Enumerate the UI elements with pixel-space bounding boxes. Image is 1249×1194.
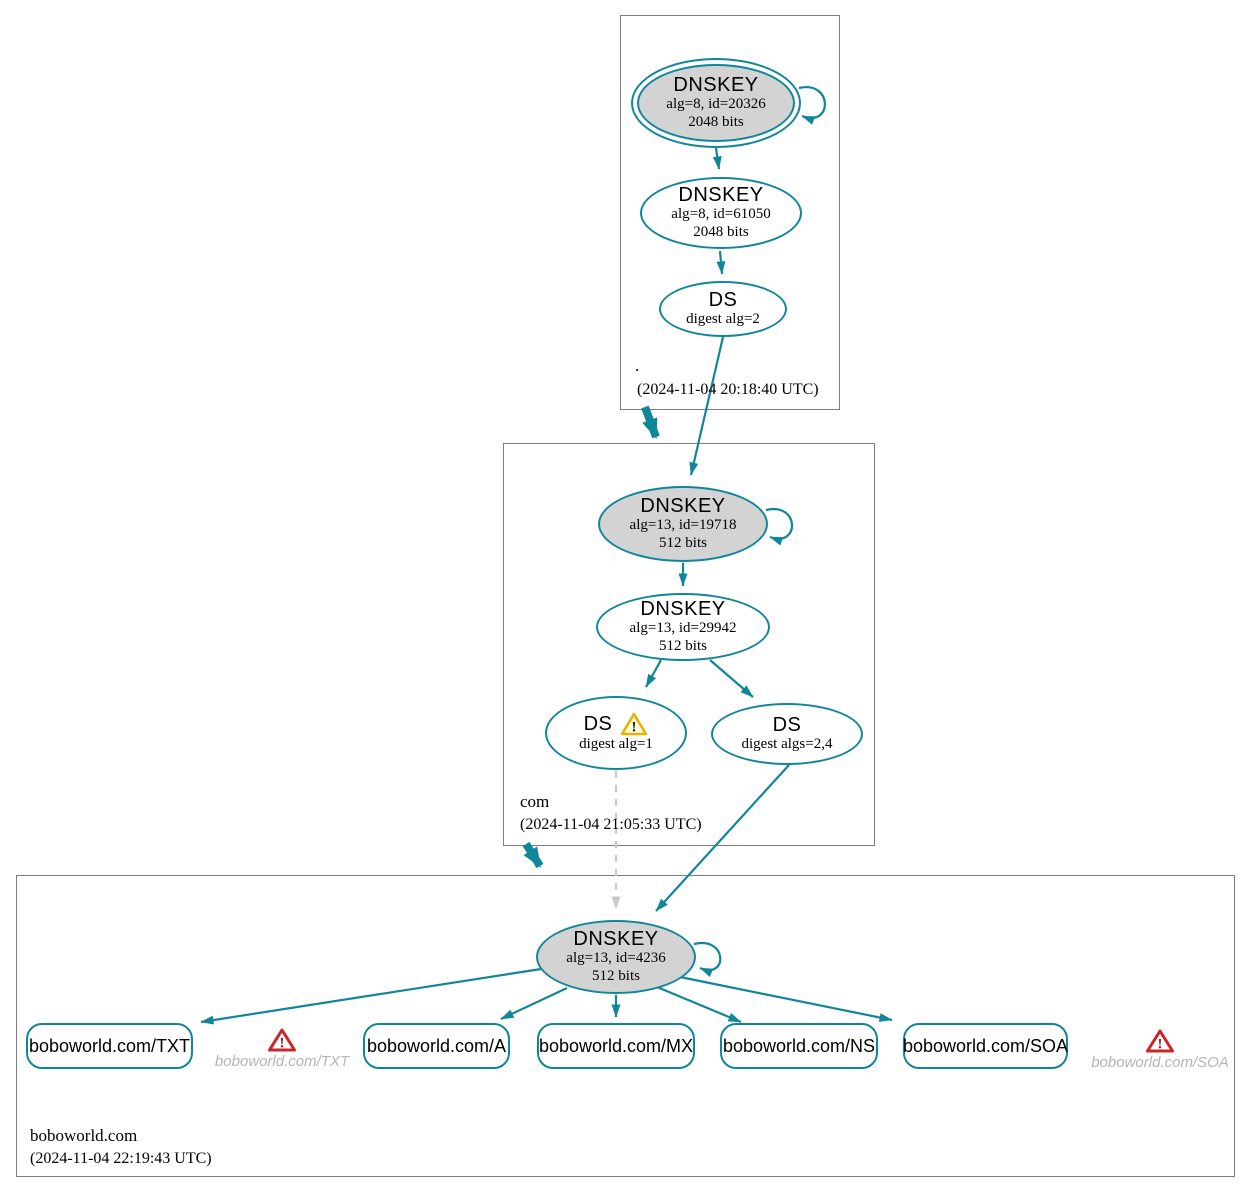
zone-label-boboworld: boboworld.com — [30, 1126, 138, 1145]
rrset-boboworld-ns: boboworld.com/NS — [720, 1023, 878, 1069]
zone-box-root — [620, 15, 840, 410]
node-title: DS — [708, 289, 738, 312]
node-detail: 512 bits — [592, 968, 640, 984]
error-label: boboworld.com/TXT — [214, 1053, 350, 1070]
node-detail: alg=8, id=61050 — [671, 206, 771, 223]
zone-box-boboworld — [16, 875, 1235, 1177]
rrset-label: boboworld.com/A — [366, 1035, 507, 1056]
error-exclamation: ! — [280, 1036, 285, 1052]
error-icon: ! — [268, 1028, 296, 1052]
rrset-label: boboworld.com/SOA — [902, 1035, 1069, 1056]
error-label: boboworld.com/SOA — [1091, 1054, 1229, 1071]
rrset-error-soa: ! boboworld.com/SOA — [1091, 1029, 1229, 1071]
zone-timestamp-com: (2024-11-04 21:05:33 UTC) — [520, 816, 702, 833]
rrset-boboworld-txt: boboworld.com/TXT — [26, 1023, 193, 1069]
root-zsk-node: DNSKEY alg=8, id=61050 2048 bits — [640, 177, 802, 249]
root-ksk-node: DNSKEY alg=8, id=20326 2048 bits — [631, 58, 801, 148]
zone-label-root: . — [635, 356, 640, 375]
rrset-error-txt: ! boboworld.com/TXT — [215, 1028, 349, 1070]
warning-icon: ! — [621, 712, 648, 736]
edge-com-delegation — [522, 841, 544, 869]
node-detail: 2048 bits — [688, 114, 744, 130]
node-detail: 512 bits — [659, 535, 707, 551]
node-title: DNSKEY — [640, 495, 726, 518]
com-zsk-node: DNSKEY alg=13, id=29942 512 bits — [596, 593, 770, 661]
node-title: DS — [772, 714, 802, 737]
node-detail: alg=13, id=29942 — [629, 620, 737, 637]
com-ds-alg1-node: DS ! digest alg=1 — [545, 696, 687, 770]
rrset-label: boboworld.com/MX — [538, 1035, 694, 1056]
node-detail: 2048 bits — [693, 224, 749, 240]
rrset-boboworld-a: boboworld.com/A — [363, 1023, 510, 1069]
node-detail: 512 bits — [659, 638, 707, 654]
warning-exclamation: ! — [632, 720, 637, 736]
rrset-label: boboworld.com/NS — [722, 1035, 876, 1056]
rrset-boboworld-mx: boboworld.com/MX — [537, 1023, 695, 1069]
zone-label-com: com — [520, 792, 550, 811]
edge-root-delegation — [641, 405, 660, 439]
node-title: DNSKEY — [573, 928, 659, 951]
zone-timestamp-root: (2024-11-04 20:18:40 UTC) — [637, 381, 819, 398]
node-detail: digest alg=2 — [686, 311, 760, 328]
node-detail: alg=13, id=19718 — [629, 517, 737, 534]
node-detail: alg=8, id=20326 — [666, 96, 766, 113]
node-title: DNSKEY — [678, 184, 764, 207]
root-ksk-inner-ring: DNSKEY alg=8, id=20326 2048 bits — [637, 64, 795, 142]
bobo-ksk-node: DNSKEY alg=13, id=4236 512 bits — [536, 920, 696, 994]
node-title: DS — [583, 713, 613, 736]
node-detail: digest algs=2,4 — [741, 736, 833, 753]
com-ds-algs24-node: DS digest algs=2,4 — [711, 703, 863, 765]
node-title: DNSKEY — [640, 598, 726, 621]
error-exclamation: ! — [1158, 1037, 1163, 1053]
node-detail: digest alg=1 — [579, 736, 653, 753]
zone-timestamp-boboworld: (2024-11-04 22:19:43 UTC) — [30, 1150, 212, 1167]
error-icon: ! — [1146, 1029, 1174, 1053]
node-detail: alg=13, id=4236 — [566, 950, 666, 967]
root-ds-node: DS digest alg=2 — [659, 281, 787, 337]
node-title: DNSKEY — [673, 74, 759, 97]
rrset-boboworld-soa: boboworld.com/SOA — [903, 1023, 1068, 1069]
com-ksk-node: DNSKEY alg=13, id=19718 512 bits — [598, 486, 768, 562]
rrset-label: boboworld.com/TXT — [28, 1035, 191, 1056]
